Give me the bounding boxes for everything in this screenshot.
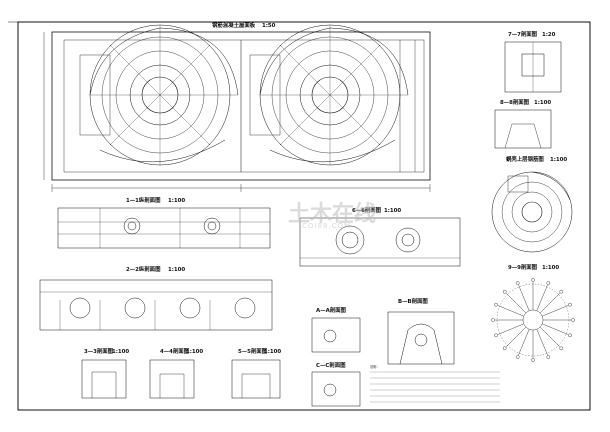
section-7-7-scale: 1:20 xyxy=(542,32,556,38)
section-5-5-title: 5—5剖面图 xyxy=(238,349,268,355)
right-spiral-unit xyxy=(249,24,409,166)
section-4-4 xyxy=(149,359,195,399)
section-5-5-scale: 1:100 xyxy=(264,349,282,355)
radial-bar xyxy=(536,329,548,356)
notes-block xyxy=(370,371,500,403)
section-4-4-scale: 1:100 xyxy=(186,349,204,355)
section-1-1-scale: 1:100 xyxy=(168,198,186,204)
radial-bar-end xyxy=(568,333,572,338)
section-9-9 xyxy=(491,278,575,362)
radial-bar xyxy=(518,329,530,356)
spiral-plan-scale: 1:100 xyxy=(550,157,568,163)
section-8-8 xyxy=(494,109,552,149)
radial-bar-end xyxy=(546,281,551,285)
section-7-7-title: 7—7剖面图 xyxy=(508,32,538,38)
section-a-a-title: A—A剖面图 xyxy=(316,308,346,314)
spiral-plan-title: 蜗壳上层钢筋图 xyxy=(506,157,544,163)
section-3-3-scale: 1:100 xyxy=(112,349,130,355)
main-plan-scale: 1:50 xyxy=(262,23,276,29)
section-4-4-title: 4—4剖面图 xyxy=(160,349,190,355)
radial-bar-end xyxy=(494,333,498,338)
radial-bar-end xyxy=(559,346,564,351)
section-9-9-scale: 1:100 xyxy=(542,265,560,271)
radial-bar xyxy=(518,284,530,311)
notes-heading: 说明： xyxy=(370,365,380,369)
radial-bar-end xyxy=(515,281,520,285)
section-a-a xyxy=(311,317,361,353)
section-2-2-scale: 1:100 xyxy=(168,267,186,273)
radial-bar-end xyxy=(531,278,535,282)
section-5-5 xyxy=(231,359,281,399)
main-plan-view xyxy=(43,24,431,192)
radial-bar xyxy=(536,284,548,311)
radial-bar-end xyxy=(546,355,551,359)
radial-bar-end xyxy=(502,289,507,294)
section-6-6-title: 6—6剖面图 xyxy=(352,208,382,214)
radial-bar-end xyxy=(531,358,535,362)
left-spiral-unit xyxy=(79,24,239,166)
radial-bar-end xyxy=(502,346,507,351)
section-2-2-title: 2—2纵剖面图 xyxy=(126,267,161,273)
section-7-7 xyxy=(504,41,562,93)
section-center-spiral xyxy=(299,217,461,267)
section-3-3 xyxy=(81,359,127,399)
sheet-border xyxy=(17,21,591,411)
watermark-logo-text: 土木在线 xyxy=(288,202,377,227)
section-8-8-title: 8—8剖面图 xyxy=(500,100,530,106)
section-9-9-title: 9—9剖面图 xyxy=(508,265,538,271)
radial-bar xyxy=(542,323,569,335)
section-b-b xyxy=(387,311,455,365)
radial-bar xyxy=(539,292,561,314)
watermark-url: COI88.COM xyxy=(302,222,352,230)
radial-bar-end xyxy=(568,302,572,307)
radial-bar xyxy=(505,326,527,348)
radial-bar-end xyxy=(494,302,498,307)
section-1-1 xyxy=(57,207,271,249)
radial-bar-end xyxy=(491,318,495,322)
section-8-8-scale: 1:100 xyxy=(534,100,552,106)
radial-bar-end xyxy=(515,355,520,359)
spiral-reinforcement-plan xyxy=(491,171,573,253)
radial-bar xyxy=(505,292,527,314)
radial-bar-end xyxy=(571,318,575,322)
radial-bar xyxy=(497,323,524,335)
section-c-c xyxy=(311,371,361,407)
radial-bar-end xyxy=(559,289,564,294)
section-1-1-title: 1—1纵剖面图 xyxy=(126,198,161,204)
radial-bar xyxy=(497,305,524,317)
main-plan-outline xyxy=(51,31,431,181)
section-b-b-title: B—B剖面图 xyxy=(398,299,428,305)
section-6-6-scale: 1:100 xyxy=(384,208,402,214)
section-2-2 xyxy=(39,279,273,331)
section-c-c-title: C—C剖面图 xyxy=(316,363,346,369)
main-plan-title: 钢筋混凝土屋面板 xyxy=(212,23,256,29)
radial-bar xyxy=(542,305,569,317)
section-3-3-title: 3—3剖面图 xyxy=(84,349,114,355)
radial-bar xyxy=(539,326,561,348)
